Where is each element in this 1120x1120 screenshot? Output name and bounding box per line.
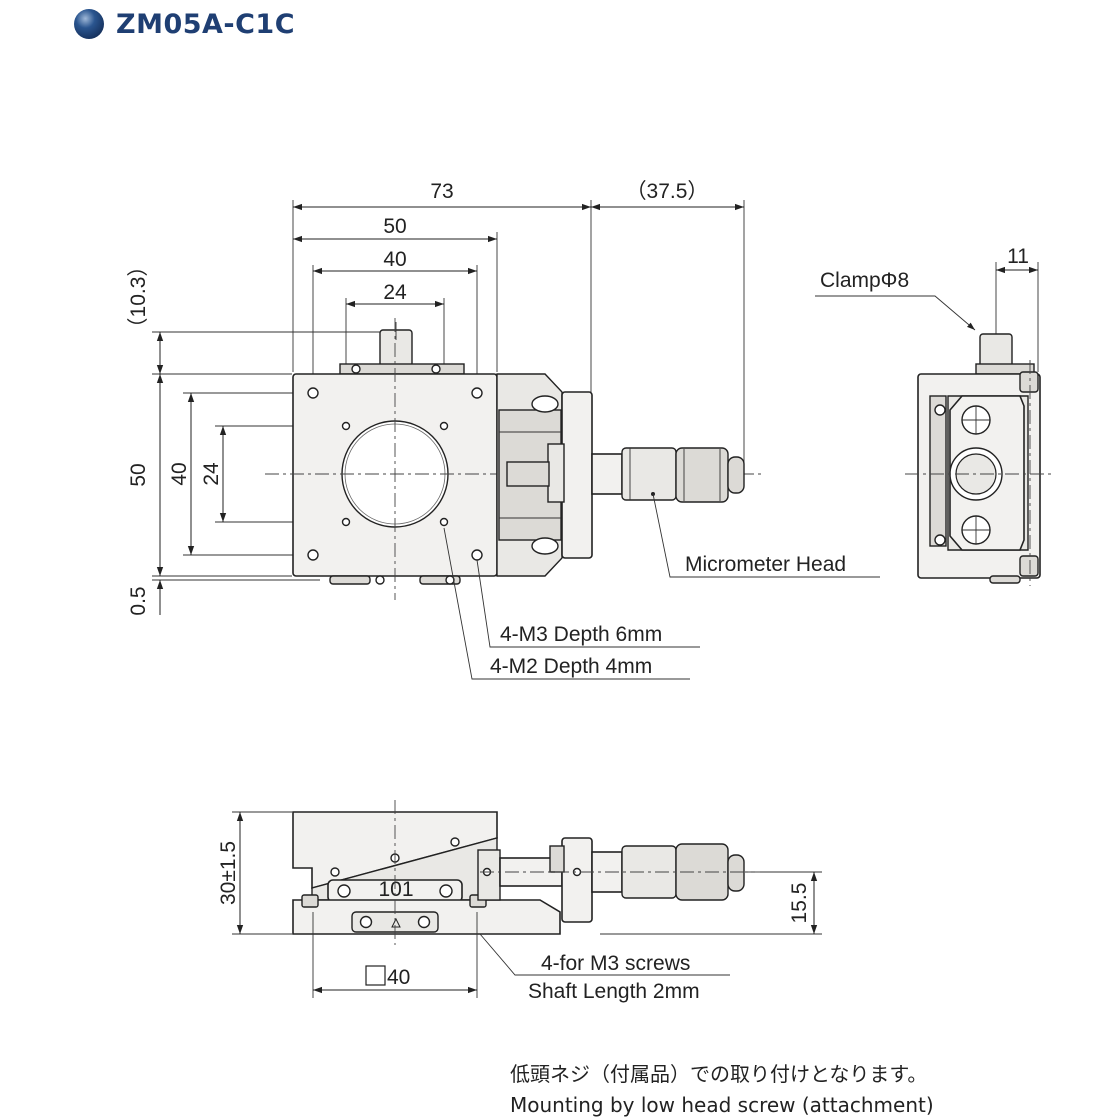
label-micrometer-head: Micrometer Head (685, 553, 846, 576)
note-english: Mounting by low head screw (attachment) (510, 1093, 934, 1117)
square-symbol-icon (365, 965, 386, 986)
label-m2-holes: 4-M2 Depth 4mm (490, 655, 652, 678)
dim-inner-hole-pitch: 24 (383, 281, 407, 304)
dim-inner-hole-pitch-v: 24 (200, 462, 223, 486)
dim-offset: 0.5 (127, 586, 150, 615)
label-screws: 4-for M3 screws (541, 952, 690, 975)
dim-outer-hole-pitch: 40 (383, 248, 406, 271)
label-clamp: ClampΦ8 (820, 269, 909, 292)
dim-shaft-height: 15.5 (788, 883, 811, 924)
label-m3-holes: 4-M3 Depth 6mm (500, 623, 662, 646)
title-bullet-icon (74, 9, 104, 39)
label-shaft-length: Shaft Length 2mm (528, 980, 700, 1003)
page-title: ZM05A-C1C (72, 4, 295, 44)
side-view: 11 ClampΦ8 (815, 245, 1052, 586)
note-japanese: 低頭ネジ（付属品）での取り付けとなります。 (510, 1062, 928, 1086)
dim-body-width: 50 (383, 215, 406, 238)
scale-mark: 101 (378, 878, 413, 901)
model-name: ZM05A-C1C (116, 8, 296, 40)
dim-height: 30±1.5 (217, 841, 240, 905)
dim-overall-width: 73 (430, 180, 453, 203)
dim-mount-square: 40 (387, 966, 410, 989)
dim-outer-hole-pitch-v: 40 (168, 462, 191, 485)
dim-clamp-width: 11 (1007, 245, 1029, 268)
dim-micrometer-extension: （37.5） (626, 180, 709, 203)
front-view: 30±1.5 15.5 101 (217, 800, 822, 1003)
dim-clamp-height: （10.3） (127, 256, 150, 339)
dim-body-height: 50 (127, 463, 150, 486)
top-view: 73 （37.5） 50 40 24 （10.3） 50 40 24 0.5 (127, 180, 880, 680)
